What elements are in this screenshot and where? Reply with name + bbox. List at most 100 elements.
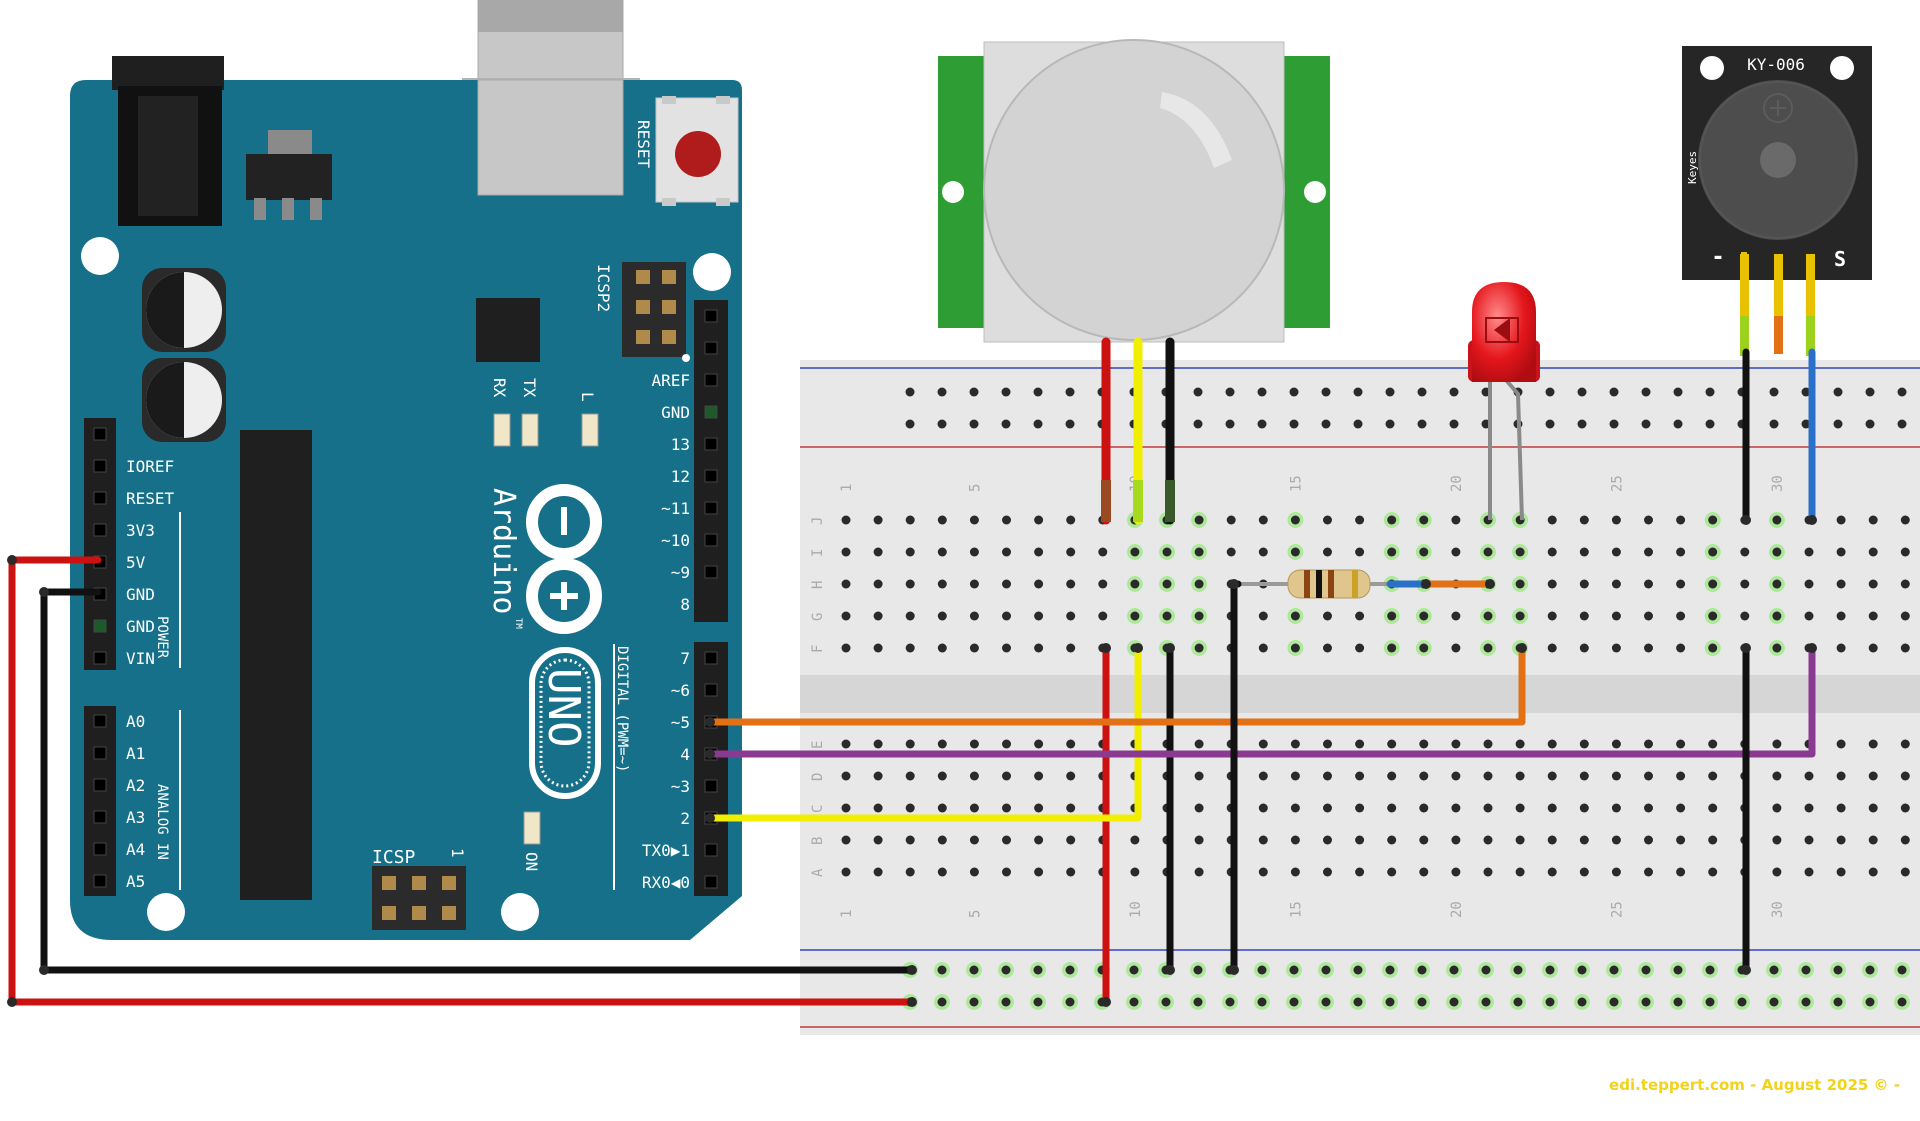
header-pin[interactable] [93, 619, 107, 633]
header-pin[interactable] [93, 778, 107, 792]
breadboard-hole [1900, 739, 1910, 749]
breadboard-hole [1258, 771, 1268, 781]
breadboard-hole [1355, 803, 1365, 813]
breadboard-hole [1002, 547, 1011, 557]
trademark: TM [513, 618, 523, 629]
header-pin[interactable] [704, 501, 718, 515]
breadboard-hole [1868, 643, 1878, 653]
header-pin[interactable] [93, 491, 107, 505]
header-pin[interactable] [704, 373, 718, 387]
breadboard-hole [1868, 835, 1878, 845]
breadboard-hole [1258, 835, 1268, 845]
icsp-pin [442, 906, 456, 920]
breadboard-hole [1708, 547, 1718, 557]
header-pin[interactable] [704, 469, 718, 483]
rail-hole [937, 387, 947, 397]
header-pin[interactable] [93, 746, 107, 760]
breadboard-hole [1290, 547, 1300, 557]
header-pin[interactable] [93, 459, 107, 473]
breadboard-hole [1900, 771, 1910, 781]
column-number: 5 [967, 910, 983, 918]
rail-hole [1289, 419, 1299, 429]
capacitor [142, 358, 226, 442]
header-pin[interactable] [704, 843, 718, 857]
wire-end [1133, 643, 1143, 653]
rail-hole [1321, 387, 1331, 397]
breadboard-hole [1547, 643, 1557, 653]
column-number: 15 [1288, 475, 1304, 492]
pin-label: A5 [126, 872, 145, 891]
row-letter: F [810, 645, 826, 653]
rail-hole [1641, 419, 1651, 429]
header-pin[interactable] [704, 875, 718, 889]
header-pin[interactable] [704, 309, 718, 323]
breadboard-hole [1676, 515, 1686, 525]
rail-hole [1385, 965, 1395, 975]
reset-button-cap[interactable] [675, 131, 721, 177]
header-pin[interactable] [704, 533, 718, 547]
breadboard-hole [937, 643, 947, 653]
rail-hole [969, 997, 979, 1007]
breadboard-hole [1772, 771, 1782, 781]
rail-hole [1385, 387, 1395, 397]
arduino-uno: RESET ICSP2 RX TX L ON Arduino TM UNO [70, 0, 742, 940]
header-pin[interactable] [93, 651, 107, 665]
header-pin[interactable] [704, 565, 718, 579]
breadboard-hole [1451, 803, 1461, 813]
rail-hole [1577, 387, 1587, 397]
header-pin[interactable] [93, 714, 107, 728]
header-pin[interactable] [93, 810, 107, 824]
column-number: 25 [1609, 475, 1625, 492]
pin-label: AREF [651, 371, 690, 390]
usb-chip [476, 298, 540, 362]
header-pin[interactable] [93, 523, 107, 537]
breadboard-hole [1098, 611, 1108, 621]
breadboard-hole [1258, 803, 1268, 813]
icsp2-pin [662, 270, 676, 284]
wire-gnd [40, 588, 916, 974]
breadboard-hole [1676, 771, 1686, 781]
header-pin[interactable] [93, 427, 107, 441]
breadboard-hole [905, 867, 915, 877]
header-pin[interactable] [704, 651, 718, 665]
rail-hole [1705, 419, 1715, 429]
header-pin[interactable] [93, 842, 107, 856]
breadboard-hole [1676, 739, 1686, 749]
breadboard-hole [969, 611, 979, 621]
rail-hole [1033, 965, 1043, 975]
header-pin[interactable] [704, 405, 718, 419]
breadboard-hole [1387, 771, 1397, 781]
header-pin[interactable] [93, 874, 107, 888]
breadboard-hole [1676, 867, 1686, 877]
icsp-header [372, 866, 466, 930]
header-pin[interactable] [704, 683, 718, 697]
breadboard-hole [1772, 867, 1782, 877]
rail-hole [1065, 965, 1075, 975]
breadboard-hole [1547, 835, 1557, 845]
breadboard-hole [1708, 835, 1718, 845]
rail-hole [1289, 387, 1299, 397]
breadboard-hole [1836, 515, 1846, 525]
breadboard-hole [1740, 547, 1750, 557]
usb-cable-end [478, 0, 623, 32]
header-pin[interactable] [704, 437, 718, 451]
rail-hole [1577, 965, 1587, 975]
breadboard-hole [1034, 771, 1044, 781]
header-pin[interactable] [704, 341, 718, 355]
icsp-pin [382, 906, 396, 920]
header-pin[interactable] [704, 779, 718, 793]
icsp-label: ICSP [372, 847, 416, 868]
breadboard-hole [1355, 739, 1365, 749]
on-label: ON [522, 852, 541, 871]
breadboard-hole [1547, 803, 1557, 813]
rail-hole [1641, 387, 1651, 397]
wire-end [907, 997, 917, 1007]
wire-end [1165, 965, 1175, 975]
rail-hole [1449, 419, 1459, 429]
wire-end [1741, 643, 1751, 653]
breadboard-hole [1644, 611, 1653, 621]
rail-hole [1449, 997, 1459, 1007]
breadboard-hole [1419, 803, 1429, 813]
breadboard-hole [1772, 803, 1782, 813]
breadboard-hole [1547, 771, 1557, 781]
